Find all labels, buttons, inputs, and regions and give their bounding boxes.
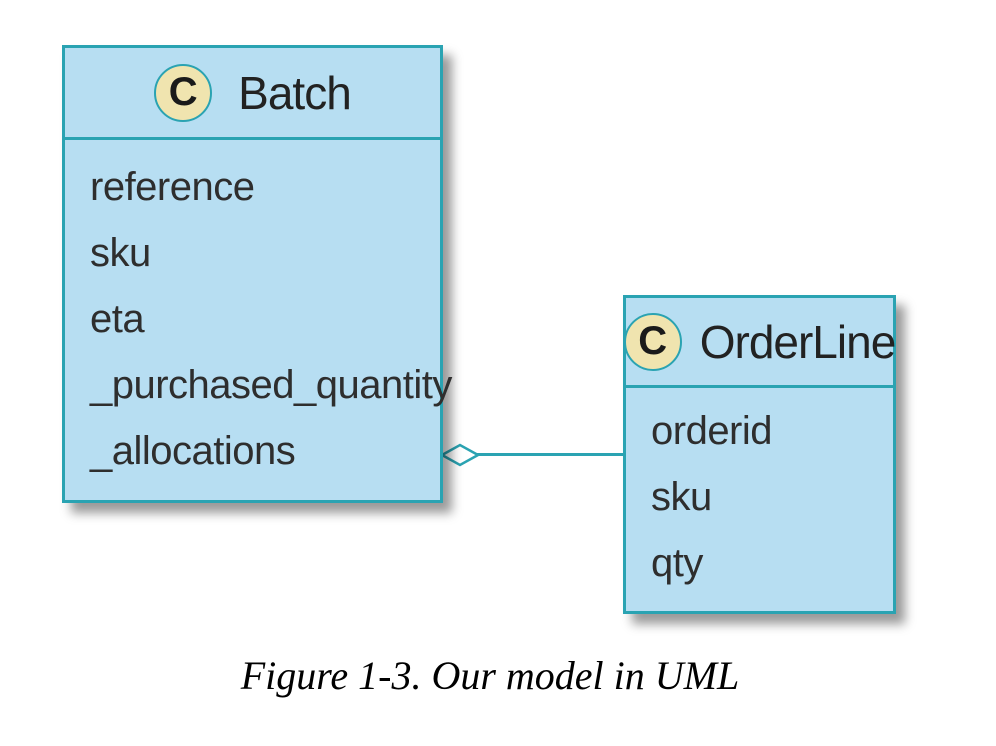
class-attribute: _allocations	[90, 429, 296, 473]
aggregation-diamond-icon	[440, 443, 480, 467]
association-line	[455, 453, 625, 456]
class-header: C OrderLine	[623, 298, 897, 388]
class-attribute: qty	[651, 541, 703, 585]
class-attribute: sku	[90, 231, 151, 275]
class-box-orderline: C OrderLine orderid sku qty	[623, 295, 896, 614]
class-attribute: reference	[90, 165, 255, 209]
class-badge-icon: C	[154, 63, 213, 122]
class-attribute: eta	[90, 297, 145, 341]
class-attribute: sku	[651, 475, 712, 519]
class-badge-icon: C	[623, 312, 682, 371]
figure-caption: Figure 1-3. Our model in UML	[240, 653, 740, 698]
class-attributes: orderid sku qty	[626, 388, 893, 596]
class-title: Batch	[238, 66, 352, 119]
class-box-batch: C Batch reference sku eta _purchased_quanti…	[62, 45, 452, 503]
class-header: C Batch	[65, 48, 440, 140]
class-attributes: reference sku eta _purchased_quantity _alloc…	[65, 140, 452, 484]
class-attribute: _purchased_quantity	[90, 363, 452, 407]
class-attribute: orderid	[651, 409, 773, 453]
class-title: OrderLine	[699, 315, 897, 368]
